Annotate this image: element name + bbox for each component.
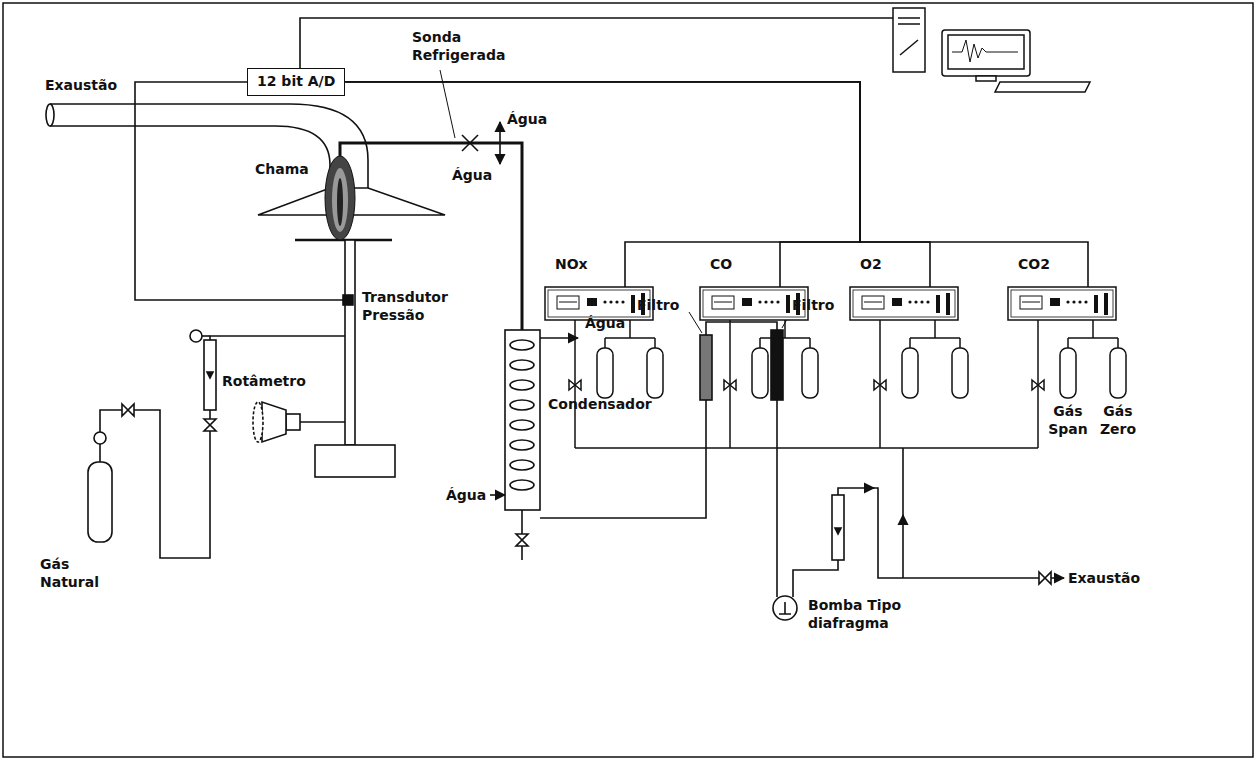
part-label: Condensador — [548, 395, 652, 413]
part-label: Água — [507, 110, 547, 128]
part-label: Gás Natural — [40, 555, 115, 591]
signal-wire — [345, 82, 930, 287]
converter-box: 12 bit A/D — [247, 68, 345, 96]
signal-wire — [345, 82, 1088, 287]
part-label: Filtro — [792, 296, 834, 314]
part-label: Água — [585, 314, 625, 332]
analyzer-name: NOx — [555, 256, 588, 274]
analyzer-name: O2 — [860, 256, 882, 274]
analyzer-box: CO2 — [1008, 287, 1116, 320]
box-label: 12 bit A/D — [257, 73, 335, 91]
analyzer-name: CO — [710, 256, 732, 274]
part-label: Água — [446, 486, 486, 504]
part-label: Bomba Tipo diafragma — [808, 596, 923, 632]
analyzer-name: CO2 — [1018, 256, 1050, 274]
part-label: Gás Span — [1046, 402, 1090, 438]
part-label: Rotâmetro — [222, 372, 306, 390]
analyzer-box: CO — [700, 287, 808, 320]
part-label: Exaustão — [45, 76, 117, 94]
part-label: Água — [452, 166, 492, 184]
part-label: Transdutor Pressão — [362, 288, 470, 324]
part-label: Filtro — [637, 296, 679, 314]
part-label: Gás Zero — [1096, 402, 1140, 438]
signal-wire — [345, 82, 860, 287]
part-label: Chama — [255, 160, 309, 178]
signal-wire — [345, 82, 860, 287]
analyzer-box: O2 — [850, 287, 958, 320]
part-label: Exaustão — [1068, 569, 1140, 587]
part-label: Sonda Refrigerada — [412, 28, 522, 64]
